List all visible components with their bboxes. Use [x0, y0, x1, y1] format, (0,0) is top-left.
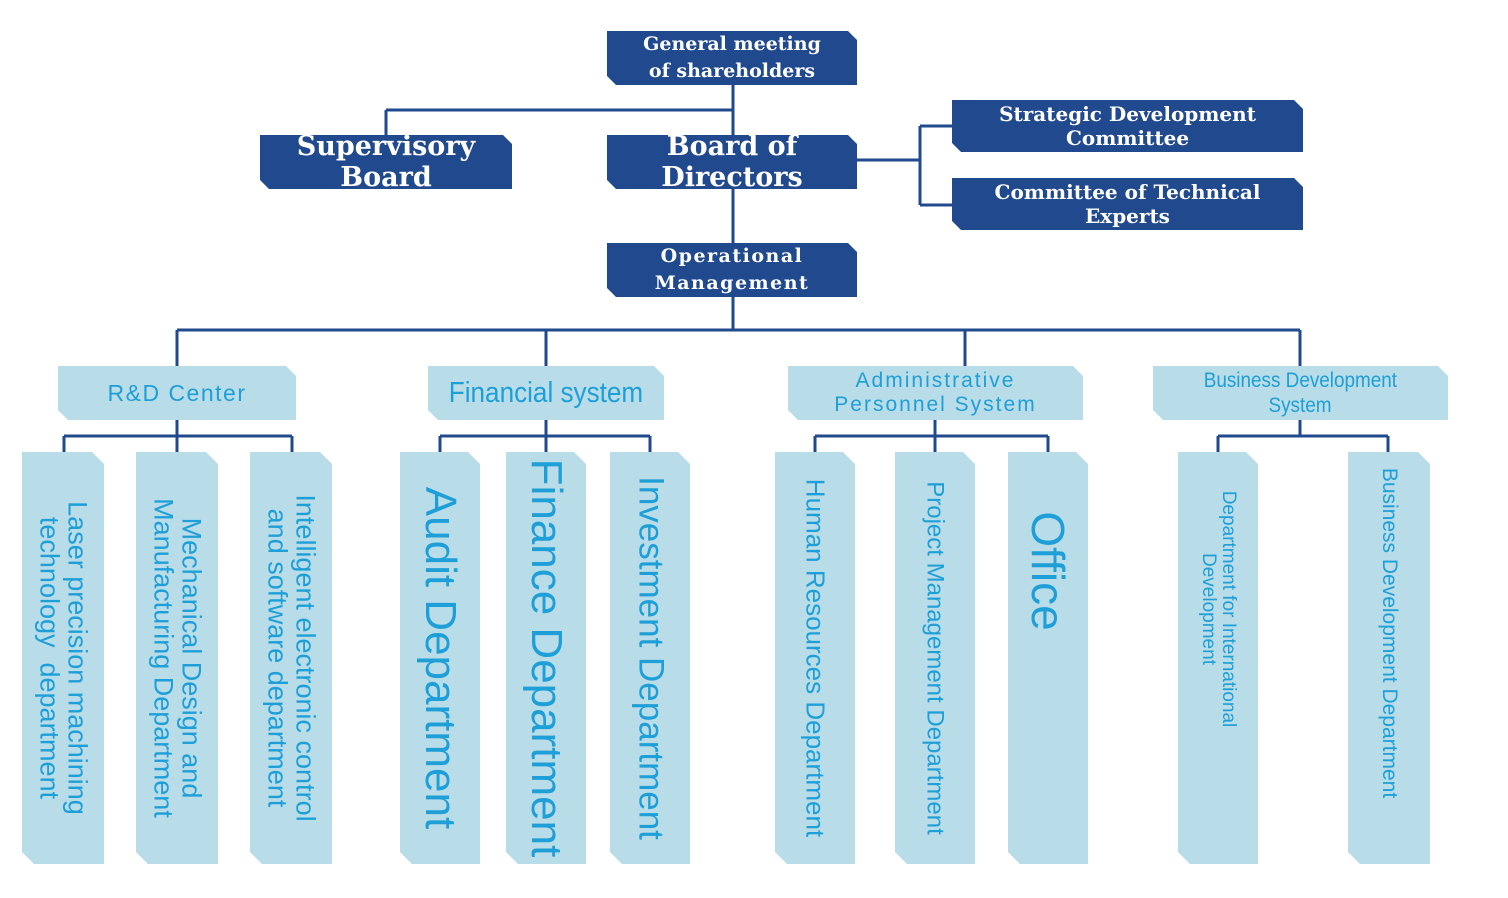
admin-label-line2: Personnel System	[834, 393, 1037, 416]
shareholders-label-line2: of shareholders	[648, 60, 816, 82]
finance-department-label: Finance Department	[522, 458, 572, 858]
finance-department-box: Finance Department	[506, 452, 586, 864]
connector-supervisory	[384, 108, 733, 136]
business-label-line2: System	[1268, 394, 1332, 417]
business-dev-department-box: Business Development Department	[1348, 452, 1430, 864]
admin-label-line1: Administrative	[855, 369, 1016, 392]
rd-center-label: R&D Center	[107, 379, 247, 406]
operational-management-box: Operational Management	[607, 243, 857, 297]
business-dev-department-label: Business Development Department	[1378, 468, 1402, 799]
connector-rd-departments	[62, 420, 294, 452]
operational-label-line2: Management	[654, 272, 810, 294]
investment-department-box: Investment Department	[610, 452, 690, 864]
strategic-committee-label: Strategic Development Committee	[999, 102, 1256, 150]
operational-label-line1: Operational	[660, 245, 804, 267]
project-department-label: Project Management Department	[921, 481, 949, 835]
laser-label-line1: Laser precision machining	[62, 501, 93, 815]
shareholders-box: General meeting of shareholders	[607, 31, 857, 85]
business-label-line1: Business Development	[1203, 369, 1398, 392]
laser-label-line2: technology department	[34, 516, 64, 800]
investment-department-label: Investment Department	[631, 476, 671, 840]
hr-department-box: Human Resources Department	[775, 452, 855, 864]
board-of-directors-label: Board of Directors	[661, 131, 803, 193]
supervisory-board-label: Supervisory Board	[296, 131, 476, 193]
intelligent-department-label: Intelligent electronic control and softw…	[263, 494, 320, 821]
laser-department-label: Laser precision machining technology dep…	[35, 501, 92, 815]
mechanical-department-label: Mechanical Design and Manufacturing Depa…	[149, 498, 206, 818]
intelligent-department-box: Intelligent electronic control and softw…	[250, 452, 332, 864]
project-department-box: Project Management Department	[895, 452, 975, 864]
connector-business-departments	[1216, 420, 1390, 452]
international-department-box: Department for International Development	[1178, 452, 1258, 864]
connector-financial-departments	[438, 420, 652, 452]
technical-committee-box: Committee of Technical Experts	[952, 178, 1303, 230]
financial-system-box: Financial system	[428, 366, 664, 420]
office-box: Office	[1008, 452, 1088, 864]
audit-department-box: Audit Department	[400, 452, 480, 864]
admin-personnel-box: Administrative Personnel System	[788, 366, 1083, 420]
supervisory-board-box: Supervisory Board	[260, 135, 512, 189]
hr-department-label: Human Resources Department	[800, 478, 831, 838]
business-system-box: Business Development System	[1153, 366, 1448, 420]
international-label-line2: Development	[1198, 552, 1219, 665]
mechanical-label-line1: Mechanical Design and	[176, 517, 207, 799]
strategic-committee-box: Strategic Development Committee	[952, 100, 1303, 152]
audit-department-label: Audit Department	[416, 486, 466, 830]
mechanical-department-box: Mechanical Design and Manufacturing Depa…	[136, 452, 218, 864]
laser-department-box: Laser precision machining technology dep…	[22, 452, 104, 864]
financial-system-label: Financial system	[448, 376, 644, 409]
intelligent-label-line2: and software department	[262, 508, 292, 808]
rd-center-box: R&D Center	[58, 366, 296, 420]
international-department-label: Department for International Development	[1198, 490, 1238, 727]
shareholders-label-line1: General meeting	[643, 33, 821, 55]
office-label: Office	[1022, 511, 1075, 632]
connector-admin-departments	[813, 420, 1050, 452]
mechanical-label-line2: Manufacturing Department	[148, 498, 178, 818]
international-label-line1: Department for International	[1217, 490, 1239, 727]
intelligent-label-line1: Intelligent electronic control	[290, 494, 321, 822]
technical-committee-label: Committee of Technical Experts	[994, 180, 1261, 228]
board-of-directors-box: Board of Directors	[607, 135, 857, 189]
connector-committees	[855, 124, 952, 207]
connector-operational-systems	[175, 297, 1302, 366]
